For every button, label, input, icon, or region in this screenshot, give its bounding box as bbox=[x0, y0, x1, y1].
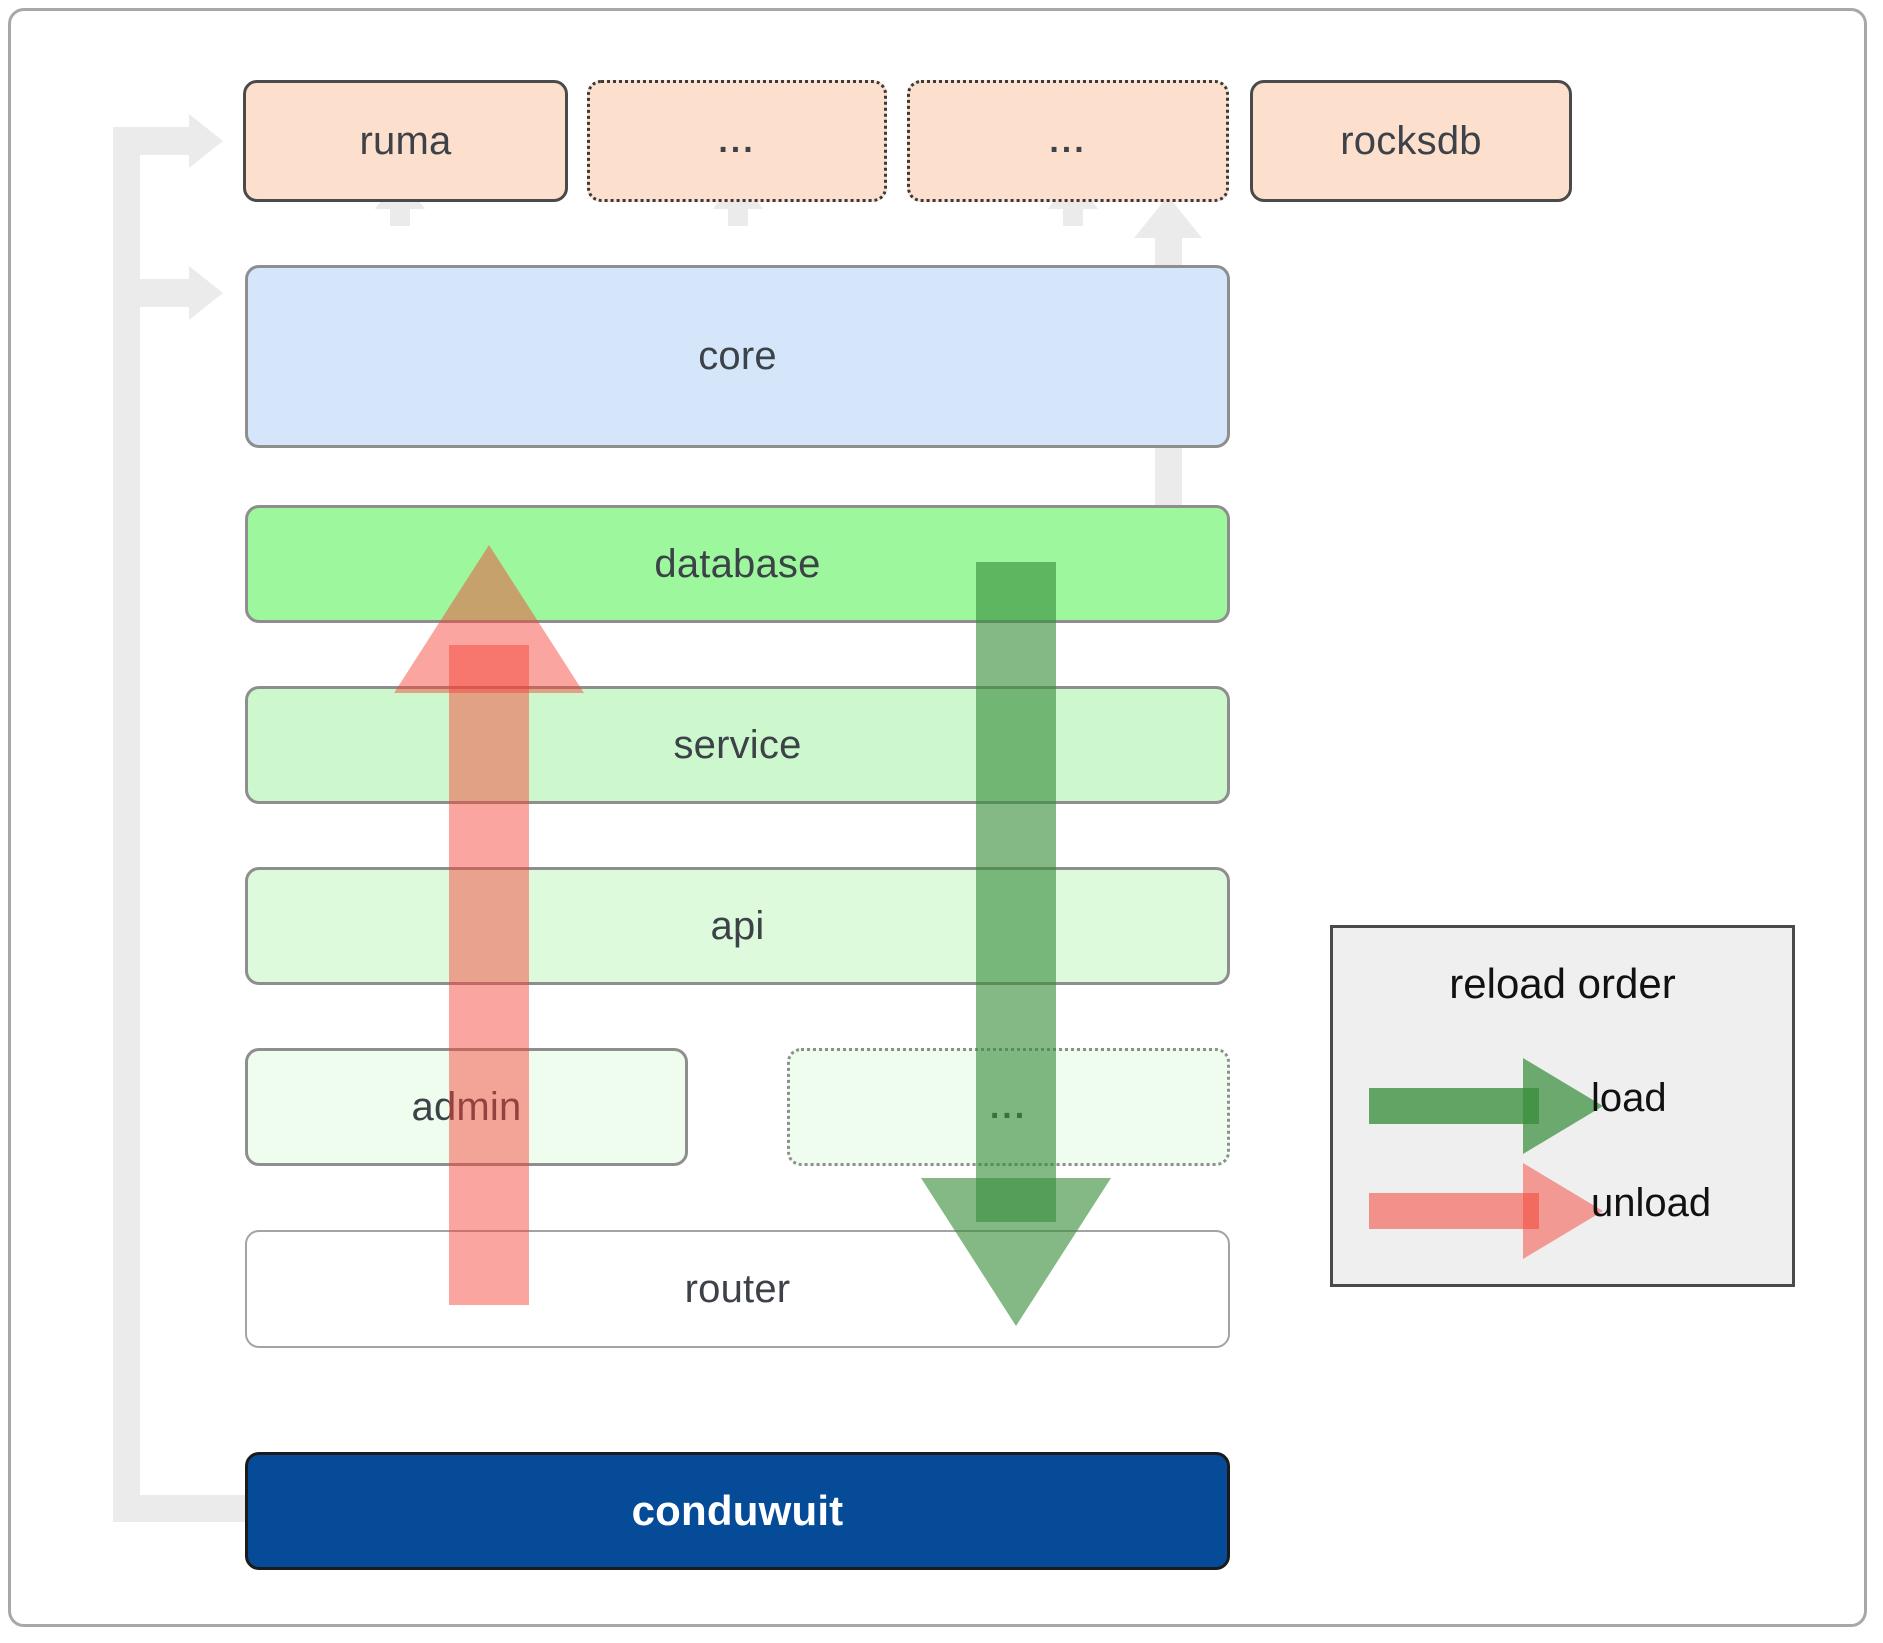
connector-to-core-shaft bbox=[140, 279, 191, 307]
node-core-label: core bbox=[698, 334, 777, 378]
legend-unload-arrow-shaft bbox=[1369, 1193, 1539, 1229]
node-service[interactable]: service bbox=[245, 686, 1230, 804]
legend-panel: reload order load unload bbox=[1330, 925, 1795, 1287]
connector-to-conduwuit bbox=[113, 1495, 253, 1522]
diagram-frame bbox=[8, 8, 1867, 1627]
node-conduwuit[interactable]: conduwuit bbox=[245, 1452, 1230, 1570]
node-api[interactable]: api bbox=[245, 867, 1230, 985]
node-conduwuit-label: conduwuit bbox=[631, 1487, 844, 1534]
legend-load-arrow-head bbox=[1523, 1058, 1603, 1154]
node-database-label: database bbox=[654, 541, 821, 586]
legend-item-unload: unload bbox=[1333, 1163, 1792, 1259]
node-dependency-3[interactable]: ... bbox=[907, 80, 1229, 202]
unload-arrow-head bbox=[394, 545, 584, 693]
connector-to-ruma-head bbox=[189, 114, 223, 168]
legend-unload-arrow-head bbox=[1523, 1163, 1603, 1259]
node-core[interactable]: core bbox=[245, 265, 1230, 448]
connector-db-to-rocksdb-head bbox=[1134, 196, 1202, 238]
node-router-label: router bbox=[684, 1266, 791, 1311]
legend-load-label: load bbox=[1591, 1076, 1667, 1120]
node-service-label: service bbox=[673, 722, 802, 767]
legend-item-load: load bbox=[1333, 1058, 1792, 1154]
node-admin-label: admin bbox=[411, 1084, 522, 1129]
load-arrow-head bbox=[921, 1178, 1111, 1326]
unload-arrow-shaft bbox=[449, 645, 529, 1305]
node-dependency-2[interactable]: ... bbox=[587, 80, 887, 202]
node-dependency-2-label: ... bbox=[718, 121, 756, 160]
node-rocksdb-label: rocksdb bbox=[1340, 118, 1482, 163]
node-database[interactable]: database bbox=[245, 505, 1230, 623]
connector-spine-vertical bbox=[113, 132, 140, 1522]
legend-unload-label: unload bbox=[1591, 1181, 1712, 1225]
node-admin[interactable]: admin bbox=[245, 1048, 688, 1166]
node-rocksdb[interactable]: rocksdb bbox=[1250, 80, 1572, 202]
connector-to-core-head bbox=[189, 266, 223, 320]
legend-title: reload order bbox=[1449, 960, 1676, 1007]
node-ruma-label: ruma bbox=[359, 118, 452, 163]
connector-to-ruma-shaft bbox=[113, 127, 191, 155]
node-ruma[interactable]: ruma bbox=[243, 80, 568, 202]
node-dependency-3-label: ... bbox=[1049, 121, 1087, 160]
node-api-label: api bbox=[710, 903, 765, 948]
legend-load-arrow-shaft bbox=[1369, 1088, 1539, 1124]
load-arrow-shaft bbox=[976, 562, 1056, 1222]
